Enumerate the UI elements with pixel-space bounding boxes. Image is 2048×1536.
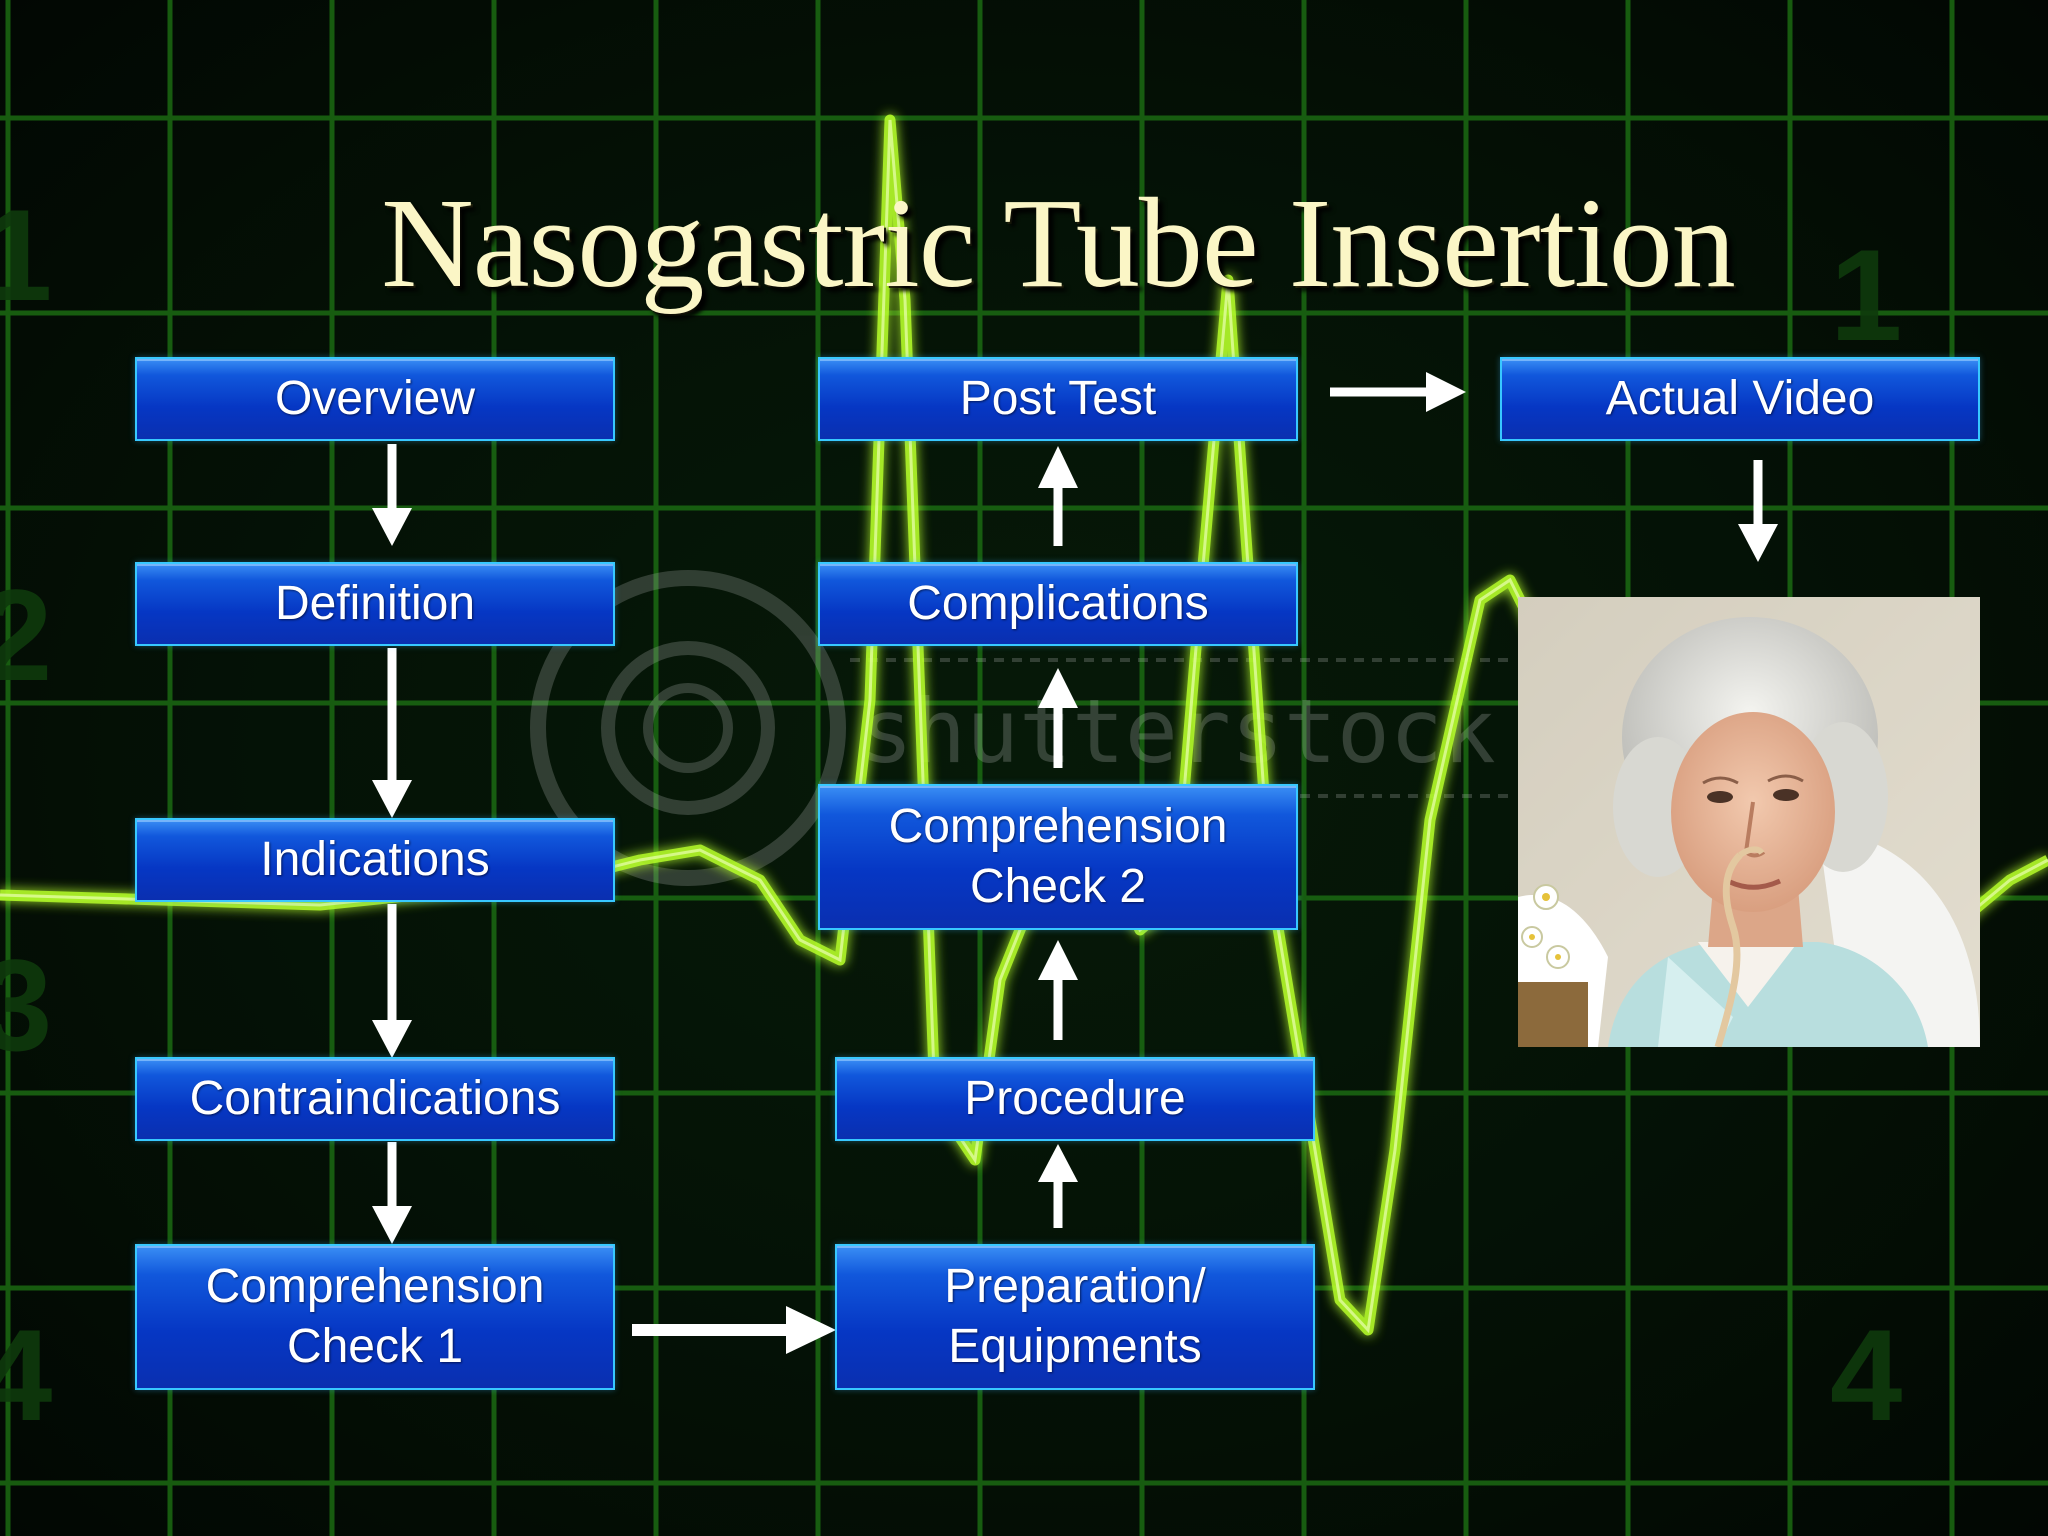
node-comprehension-check-1[interactable]: Comprehension Check 1 — [135, 1244, 615, 1390]
node-complications[interactable]: Complications — [818, 562, 1298, 646]
arrow-post-test-to-actual-video — [1330, 372, 1466, 412]
arrow-contraindications-to-check1 — [372, 1142, 412, 1244]
node-post-test[interactable]: Post Test — [818, 357, 1298, 441]
page-title: Nasogastric Tube Insertion — [381, 172, 1735, 314]
svg-text:4: 4 — [1830, 1302, 1902, 1448]
watermark-text: shutterstock — [860, 680, 1496, 783]
arrow-check2-to-complications — [1038, 668, 1078, 768]
node-actual-video[interactable]: Actual Video — [1500, 357, 1980, 441]
arrow-complications-to-post-test — [1038, 446, 1078, 546]
node-preparation-equipments[interactable]: Preparation/ Equipments — [835, 1244, 1315, 1390]
nasogastric-tube — [1714, 852, 1743, 1047]
flow-arrows — [372, 372, 1778, 1354]
svg-text:1: 1 — [0, 182, 52, 328]
svg-text:4: 4 — [0, 1302, 52, 1448]
patient-photo — [1518, 597, 1980, 1047]
node-procedure[interactable]: Procedure — [835, 1057, 1315, 1141]
grid-numbers: 1 2 3 4 1 4 — [0, 182, 1902, 1448]
arrow-actual-video-to-photo — [1738, 460, 1778, 562]
arrow-procedure-to-check2 — [1038, 940, 1078, 1040]
node-overview[interactable]: Overview — [135, 357, 615, 441]
node-contraindications[interactable]: Contraindications — [135, 1057, 615, 1141]
arrow-overview-to-definition — [372, 444, 412, 546]
svg-text:3: 3 — [0, 932, 52, 1078]
node-indications[interactable]: Indications — [135, 818, 615, 902]
svg-text:1: 1 — [1830, 222, 1902, 368]
arrow-indications-to-contraindications — [372, 904, 412, 1058]
arrow-definition-to-indications — [372, 648, 412, 818]
node-definition[interactable]: Definition — [135, 562, 615, 646]
svg-text:2: 2 — [0, 562, 52, 708]
node-comprehension-check-2[interactable]: Comprehension Check 2 — [818, 784, 1298, 930]
arrow-check1-to-preparation — [632, 1306, 836, 1354]
arrow-preparation-to-procedure — [1038, 1144, 1078, 1228]
